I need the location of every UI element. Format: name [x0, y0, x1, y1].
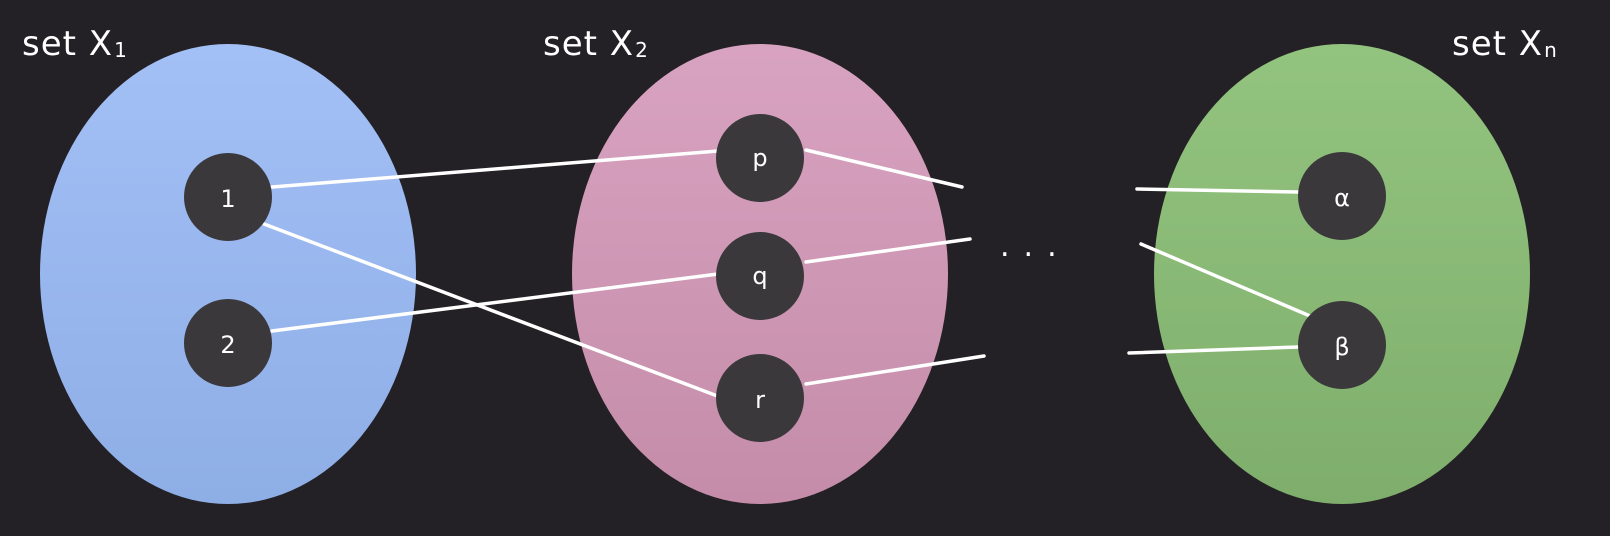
node-p-label: p: [752, 144, 767, 172]
set-xn-ellipse: [1154, 44, 1530, 504]
edge-r-out: [804, 354, 986, 386]
node-1-label: 1: [220, 185, 235, 213]
node-alpha-label: α: [1334, 184, 1350, 212]
set-x2-subscript: 2: [635, 38, 649, 62]
set-x1-label: set X1: [22, 27, 128, 61]
set-x1-subscript: 1: [114, 38, 128, 62]
set-xn-label: set Xn: [1452, 27, 1558, 61]
node-1: 1: [184, 153, 272, 241]
edge-p-out: [804, 148, 964, 189]
edge-in-beta-lower: [1127, 345, 1300, 355]
node-2-label: 2: [220, 331, 235, 359]
node-beta-label: β: [1334, 333, 1349, 361]
set-x2-label: set X2: [543, 27, 649, 61]
edge-2-q: [270, 272, 720, 333]
set-x2-label-text: set X: [543, 24, 635, 64]
node-beta: β: [1298, 301, 1386, 389]
edge-q-out: [804, 237, 972, 264]
set-xn-label-text: set X: [1452, 24, 1544, 64]
node-q: q: [716, 232, 804, 320]
edge-1-r: [262, 222, 722, 399]
edge-in-alpha: [1135, 187, 1300, 194]
node-q-label: q: [752, 262, 767, 290]
node-r: r: [716, 354, 804, 442]
edge-in-beta-upper: [1139, 242, 1312, 318]
edge-1-p: [270, 149, 720, 189]
node-r-label: r: [755, 386, 765, 414]
set-x1-label-text: set X: [22, 24, 114, 64]
ellipsis-dots: ...: [1000, 229, 1071, 264]
set-xn-subscript: n: [1544, 38, 1558, 62]
node-p: p: [716, 114, 804, 202]
node-2: 2: [184, 299, 272, 387]
node-alpha: α: [1298, 152, 1386, 240]
set-x1-ellipse: [40, 44, 416, 504]
